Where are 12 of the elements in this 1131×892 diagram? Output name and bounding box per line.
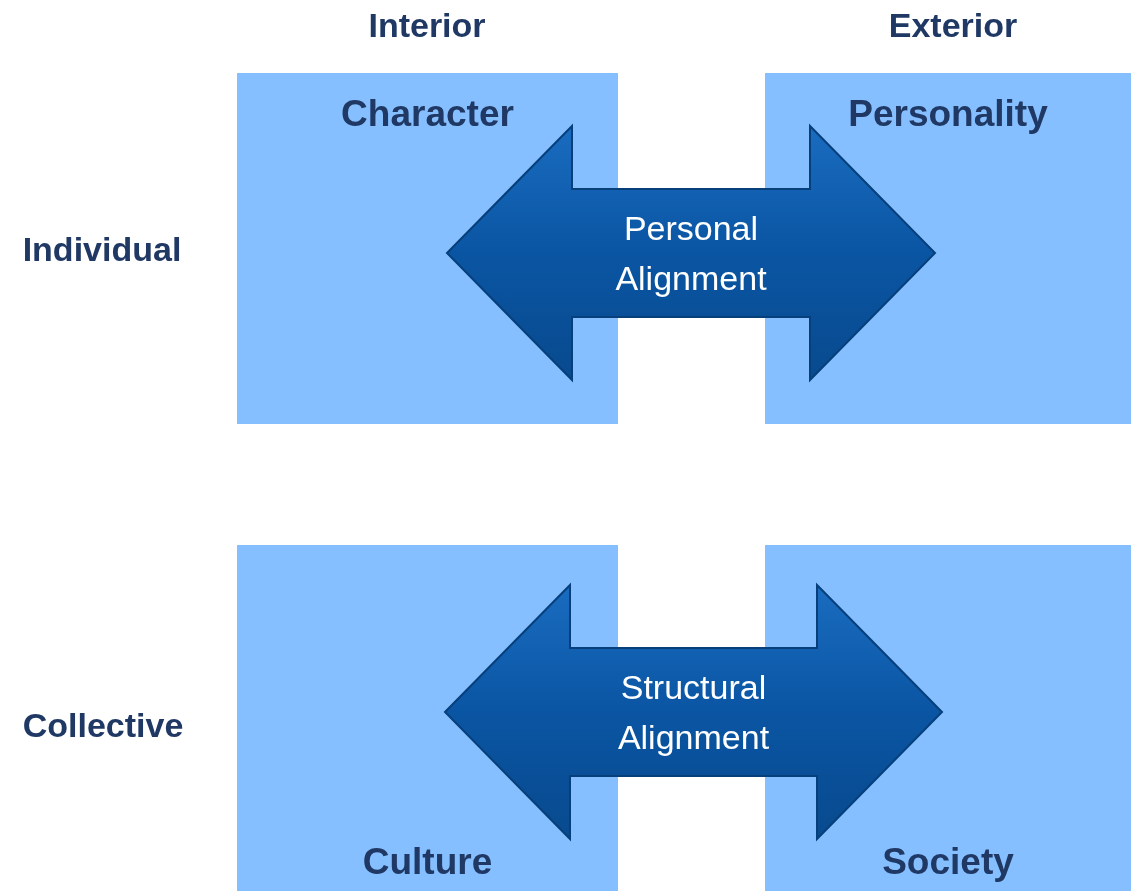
edge-label: Personal Alignment [614, 208, 768, 299]
axis-heading: Interior [367, 5, 487, 46]
quadrant-title: Culture [362, 839, 493, 884]
quadrant-title: Personality [848, 92, 1048, 136]
quadrant-title: Society [882, 839, 1014, 884]
double-arrow [443, 582, 944, 842]
double-arrow [445, 123, 937, 383]
edge-label: Structural Alignment [616, 667, 771, 758]
quadrant-title: Character [341, 92, 514, 136]
axis-heading: Collective [21, 705, 185, 746]
axis-heading: Exterior [887, 5, 1019, 46]
axis-heading: Individual [21, 229, 183, 270]
